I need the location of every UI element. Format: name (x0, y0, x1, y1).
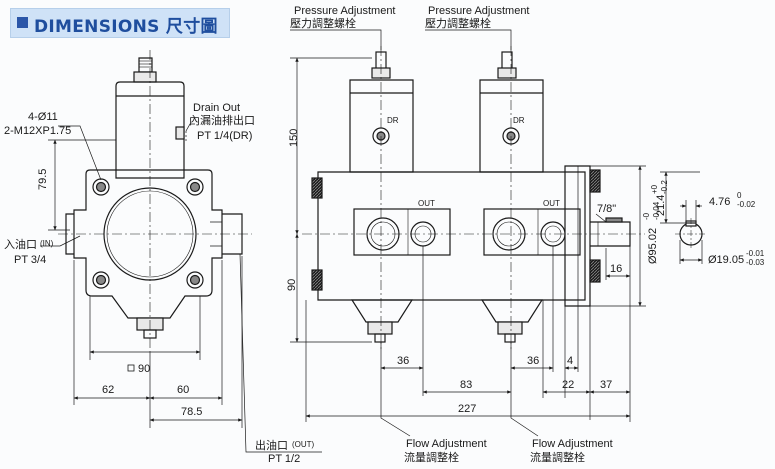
dim-62: 62 (102, 384, 114, 396)
pressure-label-cn-left: 壓力調整螺栓 (290, 16, 356, 30)
inlet-label-tag: (IN) (40, 239, 54, 248)
dim-21-group: 21.4 +0 -0.2 (650, 180, 669, 216)
flow-label-cn-left: 流量調整栓 (404, 450, 459, 464)
inlet-label-pt: PT 3/4 (14, 254, 46, 266)
thread-label: 2-M12XP1.75 (4, 125, 71, 137)
side-view (290, 29, 646, 437)
side-main-body (317, 171, 586, 301)
dim-21-tol-low: -0.2 (660, 180, 669, 194)
dim-78-5: 78.5 (181, 406, 202, 418)
section-title: DIMENSIONS 尺寸圖 (34, 17, 218, 37)
front-view (40, 50, 322, 453)
dim-60: 60 (177, 384, 189, 396)
side-tower-right (479, 79, 544, 173)
dim-21-4: 21.4 (655, 195, 667, 216)
keyway-label: 7/8" (597, 203, 616, 215)
flow-label-en-left: Flow Adjustment (406, 438, 487, 450)
outlet-label-tag: (OUT) (292, 440, 315, 449)
dim-16: 16 (610, 263, 622, 275)
pressure-label-en-left: Pressure Adjustment (294, 5, 396, 17)
square-symbol (127, 364, 135, 372)
dim-19-tol-low: -0.03 (746, 258, 765, 267)
header-square-icon (17, 17, 28, 28)
dim-22: 22 (562, 379, 574, 391)
holes-label: 4-Ø11 (28, 111, 58, 123)
pressure-label-cn-right: 壓力調整螺栓 (425, 16, 491, 30)
dim-95-02: Ø95.02 (647, 228, 659, 264)
pressure-label-en-right: Pressure Adjustment (428, 5, 530, 17)
text-layer: 4-Ø11 2-M12XP1.75 Drain Out 內漏油排出口 PT 1/… (4, 5, 765, 465)
dim-90-side: 90 (286, 279, 298, 291)
flow-label-cn-right: 流量調整栓 (530, 450, 585, 464)
dim-95-tol-low: -0.04 (652, 201, 661, 220)
dr-label-left: DR (387, 116, 399, 125)
outlet-label-cn: 出油口 (255, 438, 288, 452)
dr-label-right: DR (513, 116, 525, 125)
outlet-label-pt: PT 1/2 (268, 453, 300, 465)
dim-4: 4 (567, 355, 573, 367)
flow-label-en-right: Flow Adjustment (532, 438, 613, 450)
dim-83: 83 (460, 379, 472, 391)
drain-label-cn: 內漏油排出口 (189, 113, 255, 127)
front-upper-tower (115, 81, 185, 179)
front-flange (73, 169, 223, 319)
side-flange (564, 165, 591, 307)
side-tower-left (349, 79, 414, 173)
front-drain-boss (175, 126, 185, 140)
dim-90-square: 90 (138, 363, 150, 375)
dim-227: 227 (458, 403, 476, 415)
dim-36-a: 36 (397, 355, 409, 367)
inlet-label-cn: 入油口 (4, 237, 37, 251)
front-stem-nut (133, 71, 157, 83)
dim-21-tol-up: +0 (650, 184, 659, 194)
dim-37: 37 (600, 379, 612, 391)
dim-95-tol-up: -0 (642, 212, 651, 220)
drain-label-pt: PT 1/4(DR) (197, 130, 252, 142)
dim-4-76: 4.76 (709, 196, 730, 208)
out-label-left: OUT (418, 199, 435, 208)
dim-95-group: Ø95.02 -0 -0.04 (642, 201, 661, 264)
shaft-section (660, 171, 707, 264)
front-mount-holes (92, 178, 204, 289)
dim-4-76-tol-low: -0.02 (737, 200, 756, 209)
dim-19-05: Ø19.05 (708, 254, 744, 266)
dim-150: 150 (288, 129, 300, 147)
dim-4-76-tol-up: 0 (737, 191, 742, 200)
dim-19-tol-up: -0.01 (746, 249, 765, 258)
section-header: DIMENSIONS 尺寸圖 (10, 8, 230, 38)
drain-label-en: Drain Out (193, 102, 240, 114)
dim-79-5: 79.5 (37, 169, 49, 190)
out-label-right: OUT (543, 199, 560, 208)
dim-36-b: 36 (527, 355, 539, 367)
